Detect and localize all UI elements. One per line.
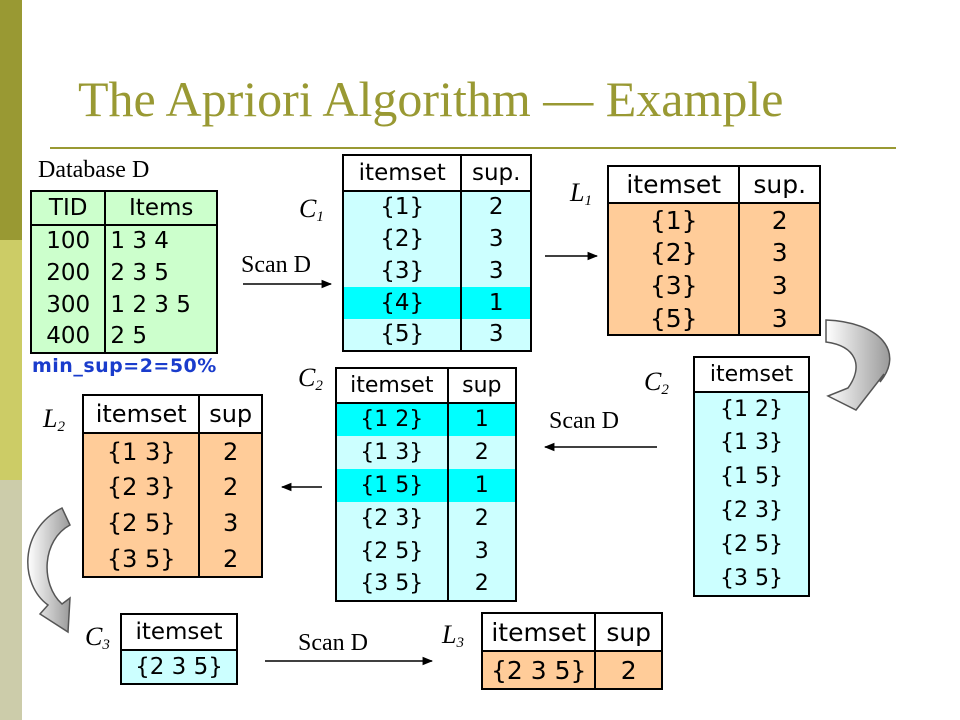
- curved-arrow-l2-to-c3: [27, 506, 71, 634]
- l2-table: itemset sup {1 3}2 {2 3}2 {2 5}3 {3 5}2: [81, 394, 263, 578]
- table-cell: {4}: [341, 287, 463, 319]
- table-cell: 2 3 5: [104, 257, 218, 289]
- table-cell: 3: [198, 505, 263, 541]
- min-sup-label: min_sup=2=50%: [32, 355, 217, 377]
- table-cell: 3: [460, 319, 532, 352]
- label-l3: L3: [442, 620, 464, 651]
- column-header-itemset: itemset: [480, 612, 597, 652]
- table-cell: 2: [460, 191, 532, 223]
- table-cell: {2 5}: [693, 528, 810, 562]
- l1-table: itemset sup. {1}2 {2}3 {3}3 {5}3: [606, 165, 821, 336]
- column-header-sup: sup: [594, 612, 663, 652]
- scan-label-2: Scan D: [549, 408, 619, 434]
- slide-sidebar: [0, 0, 22, 720]
- sidebar-block-bottom: [0, 480, 22, 720]
- l3-table: itemset sup {2 3 5}2: [480, 612, 663, 690]
- table-cell: 2: [198, 469, 263, 505]
- table-cell: {2}: [341, 223, 463, 255]
- table-cell: {2}: [606, 236, 741, 269]
- table-cell: {5}: [606, 302, 741, 336]
- column-header-tid: TID: [29, 190, 107, 226]
- curved-arrow-l1-to-c2: [825, 319, 891, 411]
- table-cell: {2 3 5}: [120, 650, 238, 685]
- table-cell: 100: [29, 225, 107, 257]
- column-header-itemset: itemset: [335, 367, 449, 404]
- table-cell: 3: [738, 302, 821, 336]
- table-cell: 400: [29, 321, 107, 354]
- table-cell: 2: [446, 436, 518, 469]
- table-cell: 3: [738, 269, 821, 302]
- table-cell: {1 2}: [693, 392, 810, 426]
- table-cell: {3 5}: [335, 568, 449, 602]
- table-cell: {2 3 5}: [480, 651, 597, 690]
- label-l1: L1: [570, 178, 592, 209]
- column-header-sup: sup: [446, 367, 518, 404]
- table-cell: {1 5}: [335, 469, 449, 502]
- table-cell: {2 3}: [693, 494, 810, 528]
- column-header-itemset: itemset: [81, 394, 201, 434]
- column-header-itemset: itemset: [693, 356, 810, 393]
- table-cell: {5}: [341, 319, 463, 352]
- scan-label-1: Scan D: [241, 252, 311, 278]
- label-c3: C3: [85, 622, 110, 653]
- table-cell: {3}: [606, 269, 741, 302]
- label-l2: L2: [43, 404, 65, 435]
- c2-generated-table: itemset {1 2} {1 3} {1 5} {2 3} {2 5} {3…: [693, 356, 810, 597]
- table-cell: {1}: [606, 203, 741, 236]
- sidebar-block-top: [0, 0, 22, 240]
- column-header-sup: sup.: [738, 165, 821, 204]
- table-cell: {1 3}: [693, 426, 810, 460]
- table-cell: 2: [738, 203, 821, 236]
- table-cell: 1: [446, 403, 518, 436]
- title-underline: [50, 147, 896, 149]
- label-c2-right: C2: [644, 367, 669, 398]
- slide-title: The Apriori Algorithm — Example: [78, 71, 784, 127]
- table-cell: {2 3}: [81, 469, 201, 505]
- c1-table: itemset sup. {1}2 {2}3 {3}3 {4}1 {5}3: [341, 154, 532, 352]
- table-cell: {1 3}: [335, 436, 449, 469]
- table-cell: {1 3}: [81, 433, 201, 469]
- table-cell: 2: [198, 433, 263, 469]
- table-cell: 1: [446, 469, 518, 502]
- table-cell: {2 3}: [335, 502, 449, 535]
- table-cell: 2: [594, 651, 663, 690]
- table-cell: 2: [446, 502, 518, 535]
- table-cell: {1}: [341, 191, 463, 223]
- table-cell: {2 5}: [335, 535, 449, 568]
- table-cell: 2 5: [104, 321, 218, 354]
- column-header-items: Items: [104, 190, 218, 226]
- sidebar-block-middle: [0, 240, 22, 480]
- c3-table: itemset {2 3 5}: [120, 613, 238, 685]
- label-c2-left: C2: [298, 363, 323, 394]
- table-cell: {2 5}: [81, 505, 201, 541]
- table-cell: 2: [446, 568, 518, 602]
- column-header-sup: sup: [198, 394, 263, 434]
- database-label: Database D: [38, 157, 150, 183]
- column-header-itemset: itemset: [341, 154, 463, 192]
- table-cell: 1 3 4: [104, 225, 218, 257]
- scan-label-3: Scan D: [298, 630, 368, 656]
- table-cell: 300: [29, 289, 107, 321]
- column-header-itemset: itemset: [120, 613, 238, 651]
- table-cell: 1 2 3 5: [104, 289, 218, 321]
- table-cell: 1: [460, 287, 532, 319]
- table-cell: {1 2}: [335, 403, 449, 436]
- c2-counted-table: itemset sup {1 2}1 {1 3}2 {1 5}1 {2 3}2 …: [335, 367, 518, 602]
- label-c1: C1: [299, 194, 324, 225]
- table-cell: {3 5}: [81, 541, 201, 578]
- table-cell: 2: [198, 541, 263, 578]
- table-cell: {3}: [341, 255, 463, 287]
- table-cell: {3 5}: [693, 562, 810, 597]
- table-cell: 200: [29, 257, 107, 289]
- column-header-sup: sup.: [460, 154, 532, 192]
- table-cell: {1 5}: [693, 460, 810, 494]
- column-header-itemset: itemset: [606, 165, 741, 204]
- table-cell: 3: [460, 255, 532, 287]
- table-cell: 3: [446, 535, 518, 568]
- table-cell: 3: [738, 236, 821, 269]
- table-cell: 3: [460, 223, 532, 255]
